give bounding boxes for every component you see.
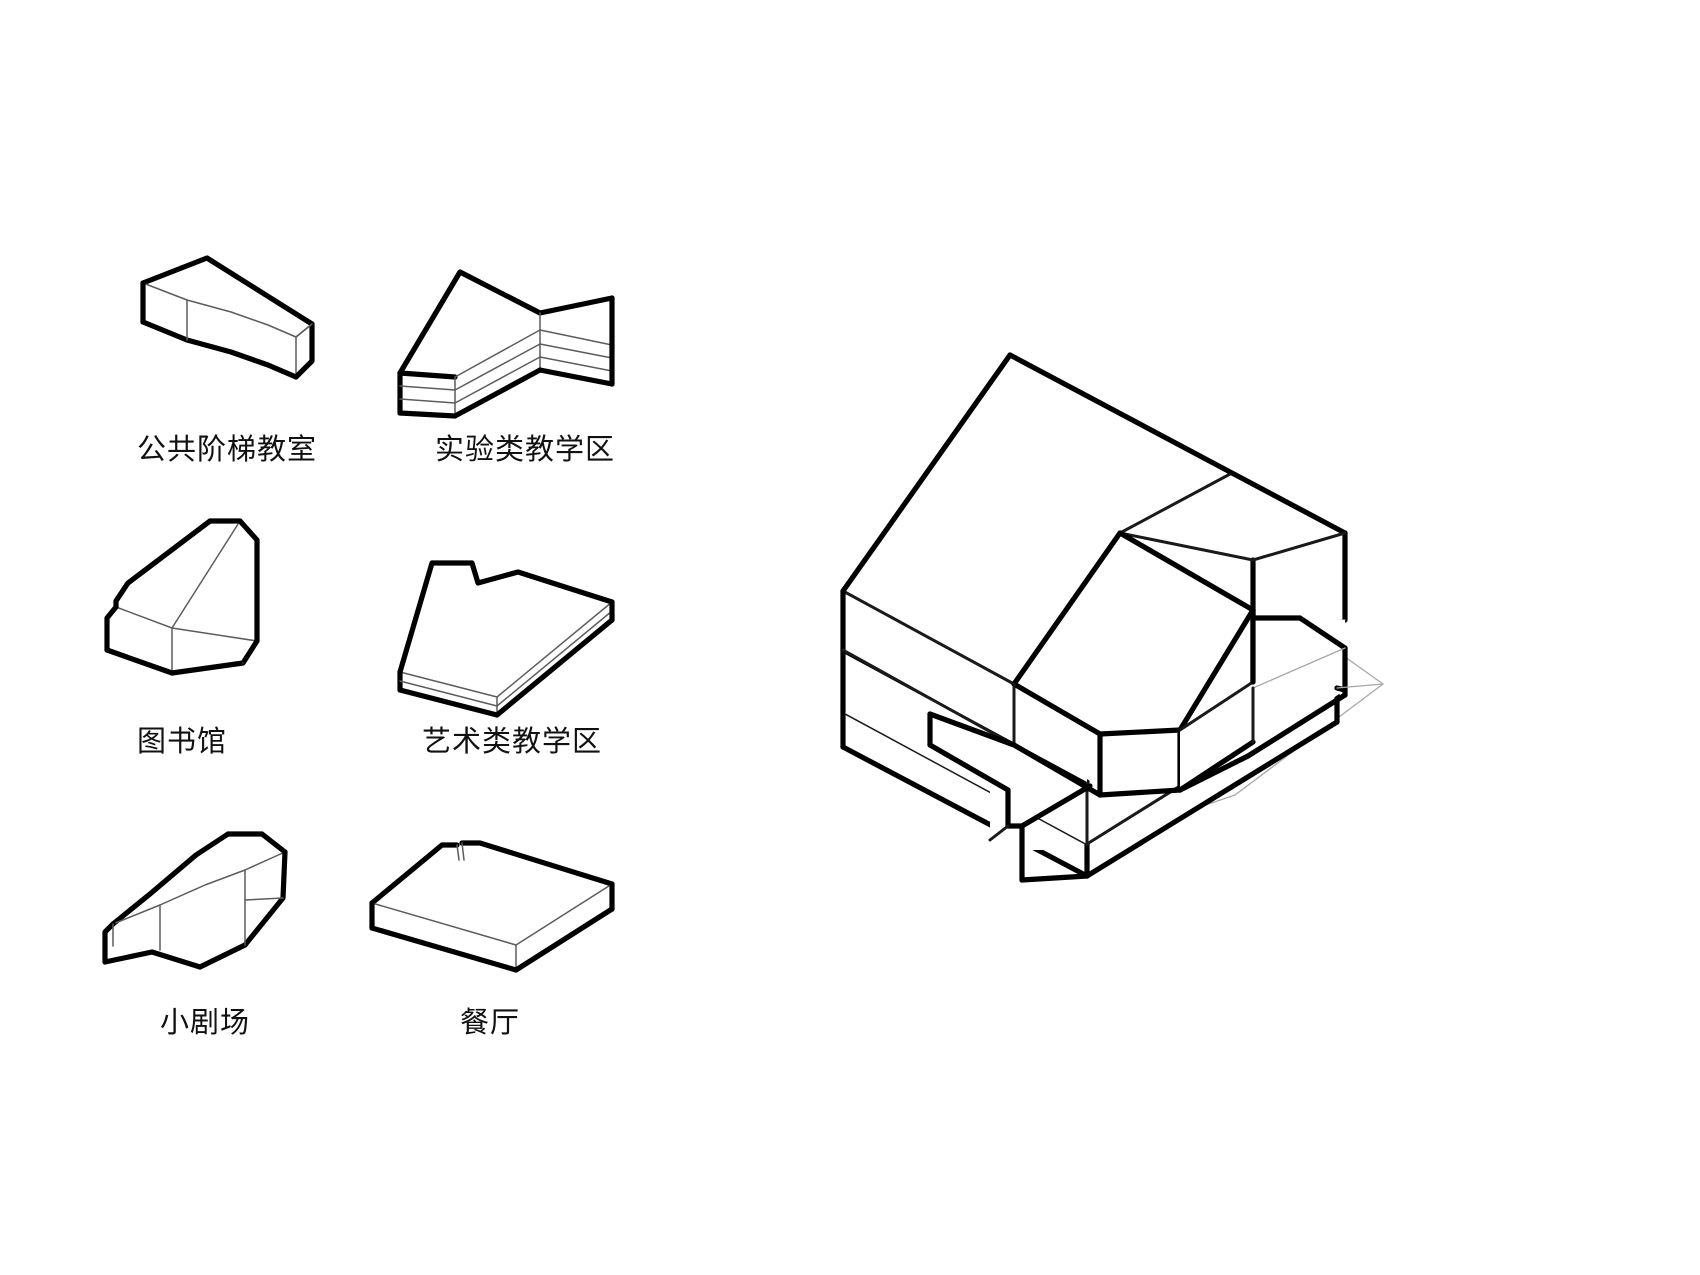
legend-shape-canteen [369, 840, 615, 973]
assembly-ramp-wedge [927, 742, 1093, 883]
legend-label-art-teaching-zone: 艺术类教学区 [422, 724, 603, 758]
legend-shape-library [104, 518, 260, 676]
legend-shape-public-lecture-hall [140, 255, 315, 380]
legend-label-laboratory-teaching-zone: 实验类教学区 [435, 432, 616, 466]
assembly-massing-axonometric [840, 352, 1384, 883]
legend-label-public-lecture-hall: 公共阶梯教室 [137, 432, 318, 466]
legend-shape-small-theater [102, 831, 288, 970]
legend-label-small-theater: 小剧场 [160, 1005, 251, 1039]
legend-label-canteen: 餐厅 [460, 1005, 521, 1039]
legend-shape-art-teaching-zone [397, 560, 615, 718]
legend-label-library: 图书馆 [137, 724, 228, 758]
assembly-upper-left-mass [840, 352, 1235, 782]
legend-shape-laboratory-teaching-zone [397, 269, 615, 419]
assembly-right-wing-side [1334, 683, 1384, 693]
